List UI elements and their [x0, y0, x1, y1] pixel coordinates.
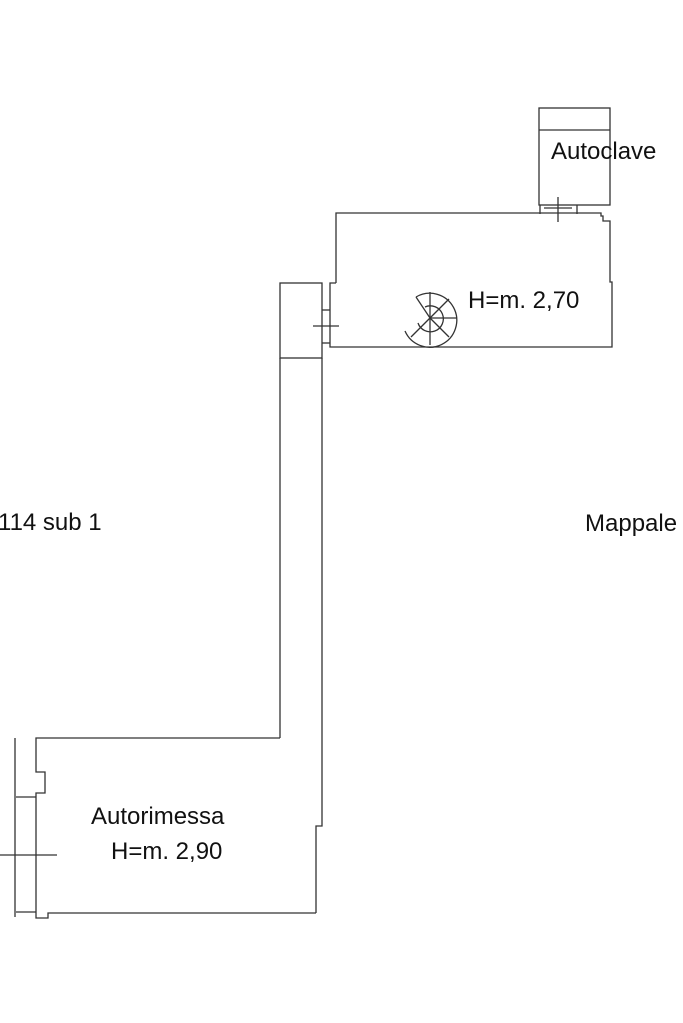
- garage-room: [0, 737, 316, 919]
- autoclave-label: Autoclave: [551, 138, 657, 165]
- spiral-stair: [404, 292, 458, 348]
- corridor: [279, 282, 323, 913]
- autoclave-room: [538, 107, 611, 222]
- garage-label: Autorimessa: [91, 803, 225, 830]
- left-parcel-label: 114 sub 1: [0, 509, 102, 536]
- right-parcel-label: Mappale: [585, 510, 678, 537]
- garage-height-label: H=m. 2,90: [111, 838, 223, 865]
- upper-room: [313, 212, 613, 348]
- upper-room-height-label: H=m. 2,70: [468, 287, 580, 314]
